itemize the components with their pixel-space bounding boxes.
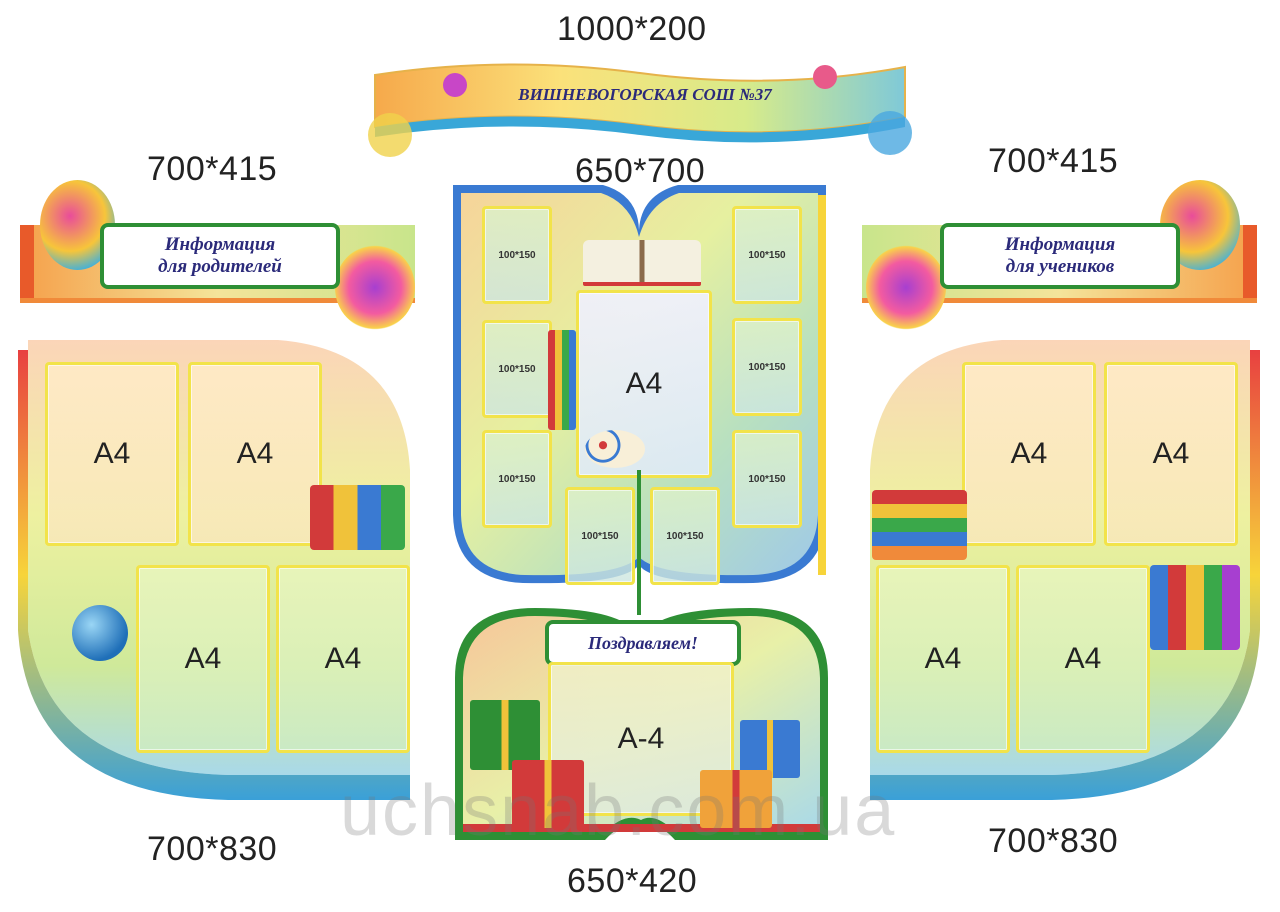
left-top-dimension: 700*415 [147, 150, 278, 188]
pocket-label: 100*150 [498, 249, 536, 261]
gift-box-icon [512, 760, 584, 828]
pocket-label: 100*150 [581, 530, 619, 542]
pocket-label: 100*150 [498, 363, 536, 375]
gift-box-icon [700, 770, 772, 828]
books-icon [1150, 565, 1240, 650]
gift-box-icon [470, 700, 540, 770]
small-pocket: 100*150 [732, 318, 802, 416]
right-a4-pocket: A4 [1016, 565, 1150, 753]
books-icon [872, 490, 967, 560]
globe-icon [72, 605, 128, 661]
right-a4-pocket: A4 [1104, 362, 1238, 546]
pocket-label: 100*150 [748, 473, 786, 485]
small-pocket: 100*150 [732, 206, 802, 304]
pocket-label: A4 [93, 437, 131, 470]
left-a4-pocket: A4 [188, 362, 322, 546]
congrats-label: Поздравляем! [545, 620, 741, 666]
banner-ribbon: ВИШНЕВОГОРСКАЯ СОШ №37 [355, 55, 925, 165]
small-pocket: 100*150 [482, 206, 552, 304]
pocket-label: A4 [924, 642, 962, 675]
banner-dimension: 1000*200 [557, 10, 707, 48]
pencils-icon [548, 330, 576, 430]
flower-decoration-icon [335, 245, 415, 330]
connector-line [637, 470, 641, 615]
ribbon-shape [368, 63, 912, 157]
small-pocket: 100*150 [482, 320, 552, 418]
left-bottom-dimension: 700*830 [147, 830, 278, 868]
pocket-label: A4 [625, 367, 663, 400]
center-top-dimension: 650*700 [575, 152, 706, 190]
open-book-icon [583, 240, 701, 286]
right-bottom-dimension: 700*830 [988, 822, 1119, 860]
pocket-label: A4 [1152, 437, 1190, 470]
pocket-label: 100*150 [748, 249, 786, 261]
gift-box-icon [740, 720, 800, 778]
small-pocket: 100*150 [650, 487, 720, 585]
left-a4-pocket: A4 [45, 362, 179, 546]
congrats-title: Поздравляем! [588, 632, 698, 653]
pocket-label: 100*150 [748, 361, 786, 373]
small-pocket: 100*150 [482, 430, 552, 528]
pocket-label: A4 [1010, 437, 1048, 470]
pocket-label: 100*150 [666, 530, 704, 542]
pocket-label: A4 [1064, 642, 1102, 675]
left-a4-pocket: A4 [276, 565, 410, 753]
right-header-line1: Информация [1004, 234, 1116, 255]
pocket-label: A4 [184, 642, 222, 675]
watermark-text: uchsnab.com.ua [340, 771, 897, 851]
pocket-label: 100*150 [498, 473, 536, 485]
left-header-line1: Информация [164, 234, 276, 255]
center-bottom-dimension: 650*420 [567, 862, 698, 900]
right-a4-pocket: A4 [962, 362, 1096, 546]
pocket-label: А-4 [617, 722, 665, 755]
left-header-line2: для родителей [158, 256, 282, 277]
left-a4-pocket: A4 [136, 565, 270, 753]
right-a4-pocket: A4 [876, 565, 1010, 753]
flower-decoration-icon [866, 245, 946, 330]
small-pocket: 100*150 [732, 430, 802, 528]
paint-palette-icon [585, 430, 645, 468]
pocket-label: A4 [324, 642, 362, 675]
right-header-line2: для учеников [1005, 256, 1115, 277]
small-pocket: 100*150 [565, 487, 635, 585]
books-icon [310, 485, 405, 550]
banner-title: ВИШНЕВОГОРСКАЯ СОШ №37 [518, 85, 772, 104]
right-top-dimension: 700*415 [988, 142, 1119, 180]
pocket-label: A4 [236, 437, 274, 470]
